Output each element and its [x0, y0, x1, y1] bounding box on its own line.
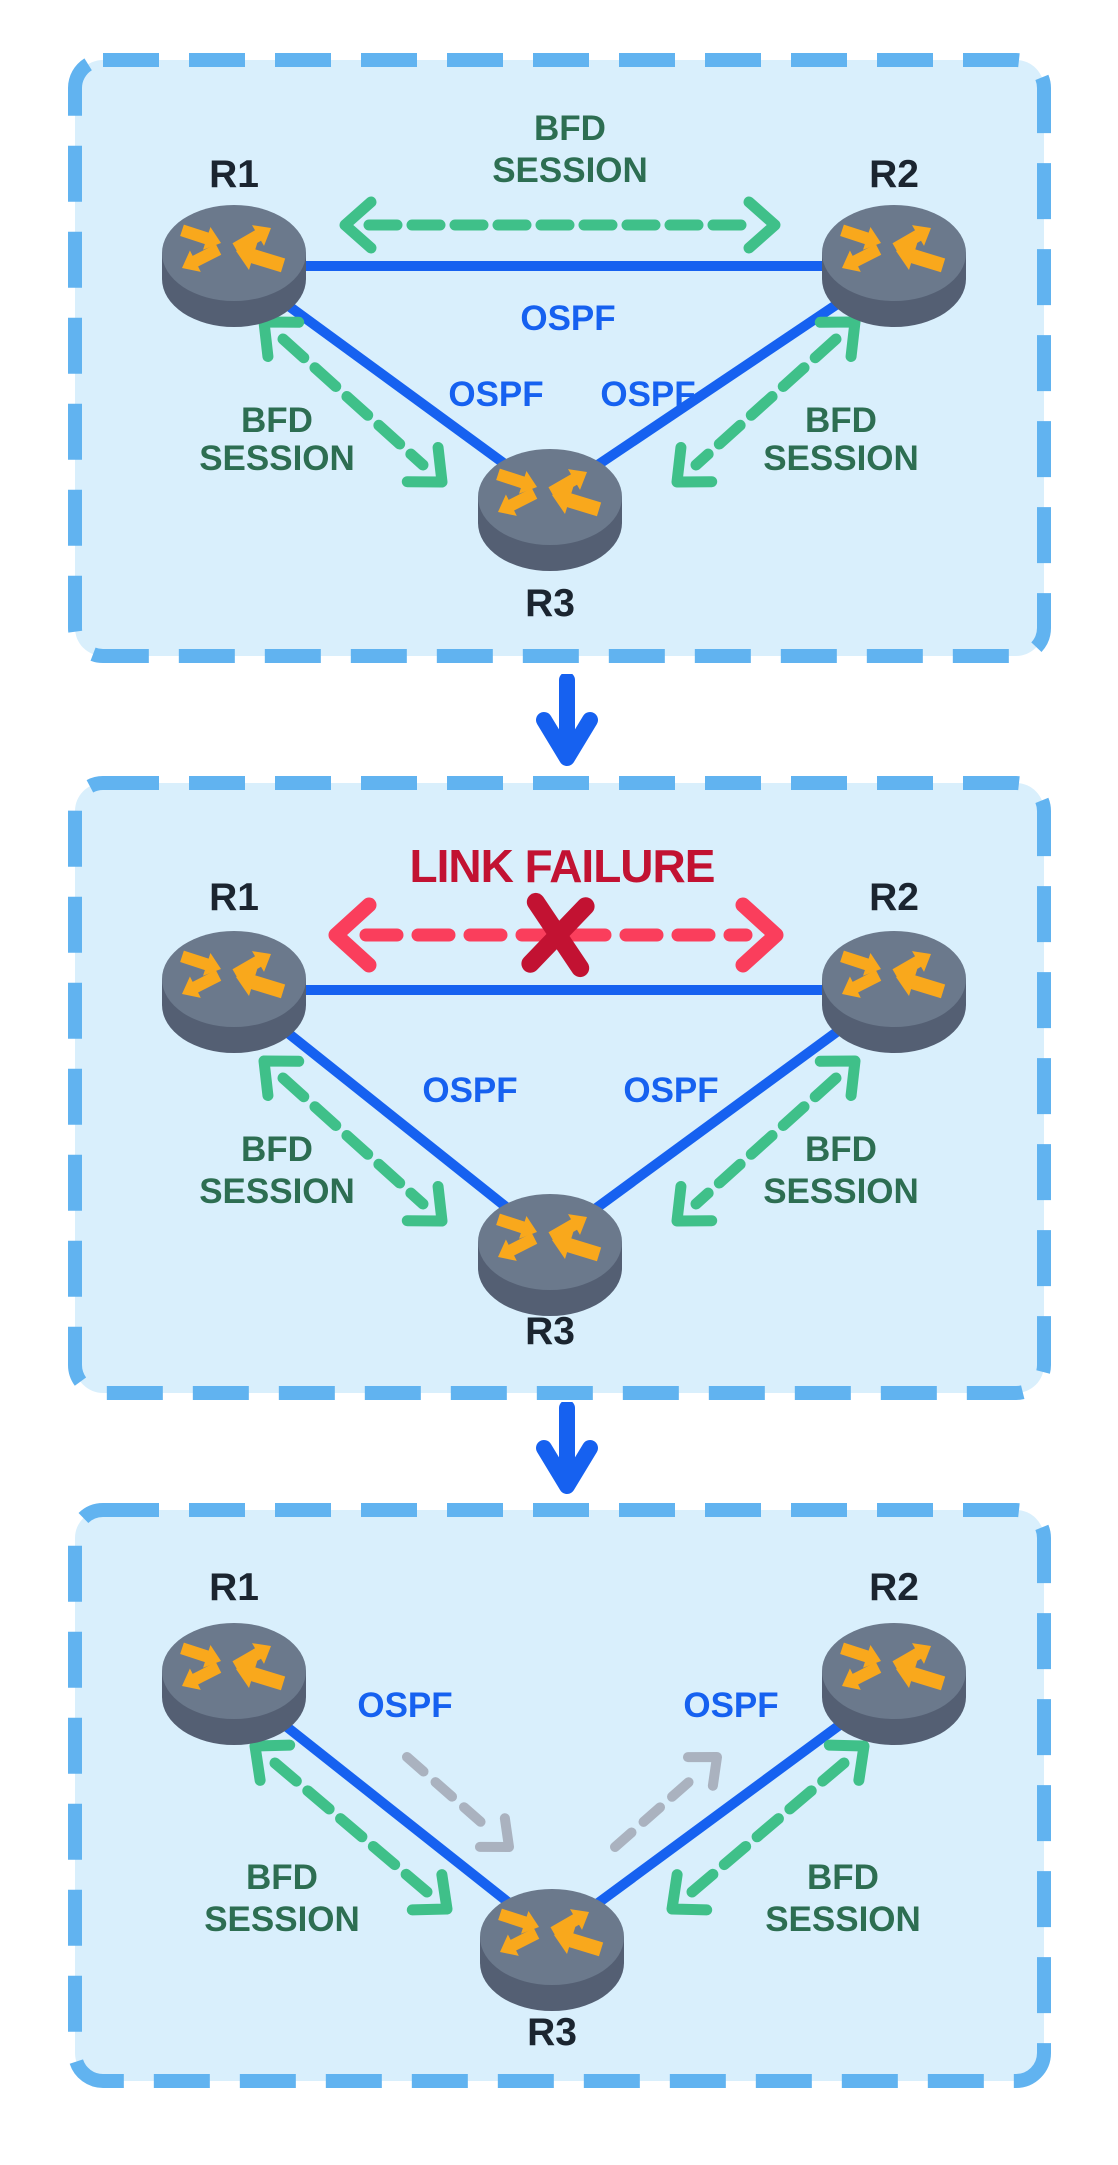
bfd-session-label-right: BFD	[805, 1130, 877, 1169]
router-r3-icon	[478, 449, 622, 571]
bfd-session-label-top: BFD	[534, 109, 606, 148]
flow-down-arrow-1	[536, 674, 598, 766]
bfd-session-arrow-r1-r2	[345, 202, 775, 248]
panel-2-link-failure: LINK FAILURE R1 R2 R3 OSPF OSPF BFD SESS…	[68, 776, 1051, 1400]
bfd-session-label-left: BFD	[246, 1858, 318, 1897]
router-r3-icon	[478, 1194, 622, 1316]
panel-3-reroute: R1 R2 R3 OSPF OSPF BFD SESSION BFD SESSI…	[68, 1503, 1051, 2088]
router-label-r2: R2	[869, 153, 919, 196]
ospf-label-r1-r3: OSPF	[357, 1686, 452, 1725]
bfd-session-label-right: BFD	[807, 1858, 879, 1897]
failure-x-icon	[521, 892, 595, 978]
ospf-link-r2-r3	[549, 1680, 897, 1942]
router-r2-icon	[822, 931, 966, 1053]
ospf-label-r2-r3: OSPF	[623, 1071, 718, 1110]
bfd-session-arrow-r1-r3	[240, 1728, 462, 1926]
ospf-label-r2-r3: OSPF	[600, 375, 695, 414]
reroute-arrow-r1-to-r3	[402, 1752, 521, 1861]
link-failure-arrow-r1-r2	[336, 892, 776, 978]
router-label-r2: R2	[869, 876, 919, 919]
router-r1-icon	[162, 931, 306, 1053]
flow-down-arrow-2	[536, 1402, 598, 1494]
reroute-arrow-r3-to-r2	[610, 1743, 729, 1852]
panel-1-border	[68, 53, 1051, 663]
ospf-label-r1-r3: OSPF	[448, 375, 543, 414]
bfd-session-label-right: BFD	[805, 401, 877, 440]
ospf-label-r2-r3: OSPF	[683, 1686, 778, 1725]
bfd-session-arrow-r2-r3	[657, 1728, 879, 1926]
router-label-r1: R1	[209, 1566, 259, 1609]
bfd-session-label-right: SESSION	[765, 1900, 921, 1939]
router-label-r3: R3	[525, 1310, 575, 1353]
router-r1-icon	[162, 205, 306, 327]
bfd-session-label-left: SESSION	[199, 439, 355, 478]
router-label-r3: R3	[527, 2011, 577, 2054]
ospf-label-r1-r2: OSPF	[520, 299, 615, 338]
router-r3-icon	[480, 1889, 624, 2011]
router-label-r1: R1	[209, 876, 259, 919]
bfd-session-label-right: SESSION	[763, 439, 919, 478]
router-r1-icon	[162, 1623, 306, 1745]
router-label-r1: R1	[209, 153, 259, 196]
bfd-session-label-left: BFD	[241, 401, 313, 440]
bfd-session-label-right: SESSION	[763, 1172, 919, 1211]
panel-2-border	[68, 776, 1051, 1400]
bfd-session-arrow-r2-r3	[662, 305, 871, 499]
panel-3-border	[68, 1503, 1051, 2088]
router-label-r2: R2	[869, 1566, 919, 1609]
bfd-session-arrow-r1-r3	[249, 1044, 458, 1238]
router-label-r3: R3	[525, 582, 575, 625]
ospf-label-r1-r3: OSPF	[422, 1071, 517, 1110]
bfd-session-arrow-r2-r3	[662, 1044, 871, 1238]
link-failure-label: LINK FAILURE	[410, 840, 715, 892]
bfd-session-label-left: BFD	[241, 1130, 313, 1169]
router-r2-icon	[822, 1623, 966, 1745]
panel-1-bfd-established: R1 R2 R3 BFD SESSION OSPF OSPF OSPF BFD …	[68, 53, 1051, 663]
bfd-session-label-left: SESSION	[204, 1900, 360, 1939]
bfd-session-label-top: SESSION	[492, 151, 648, 190]
bfd-session-arrow-r1-r3	[249, 305, 458, 499]
bfd-session-label-left: SESSION	[199, 1172, 355, 1211]
router-r2-icon	[822, 205, 966, 327]
